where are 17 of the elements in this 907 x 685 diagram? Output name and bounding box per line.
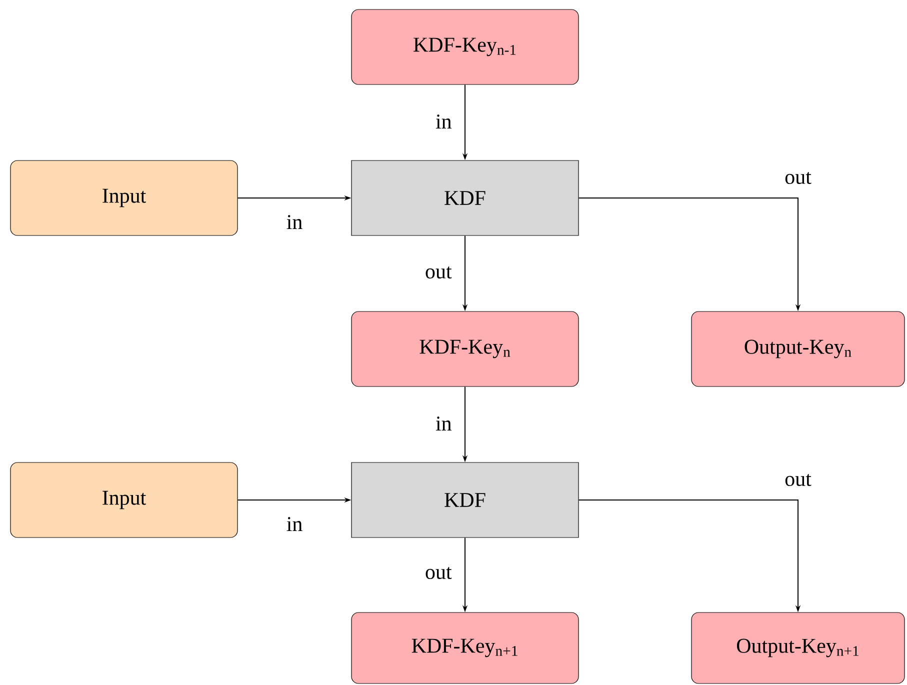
edge-label: in [436, 416, 452, 430]
edge-label: out [426, 567, 452, 580]
edge-label: out [785, 172, 812, 184]
edge-label: out [426, 266, 452, 279]
key-box: KDF-Key$_{n-1}$ [351, 9, 579, 85]
edge-label: out [785, 474, 812, 486]
key-box: KDF-Key$_{n}$ [351, 311, 579, 387]
key-box: KDF-Key$_{n+1}$ [351, 612, 579, 684]
key-box: Output-Key$_{n+1}$ [691, 612, 905, 684]
edge-label: in [436, 114, 452, 128]
key-box: Output-Key$_{n}$ [691, 311, 905, 387]
edge-label: in [286, 517, 302, 531]
input-box: Input [10, 160, 238, 236]
kdf-box: KDF [351, 160, 579, 236]
edge-label: in [286, 215, 302, 229]
kdf-box: KDF [351, 462, 579, 538]
input-box: Input [10, 462, 238, 538]
